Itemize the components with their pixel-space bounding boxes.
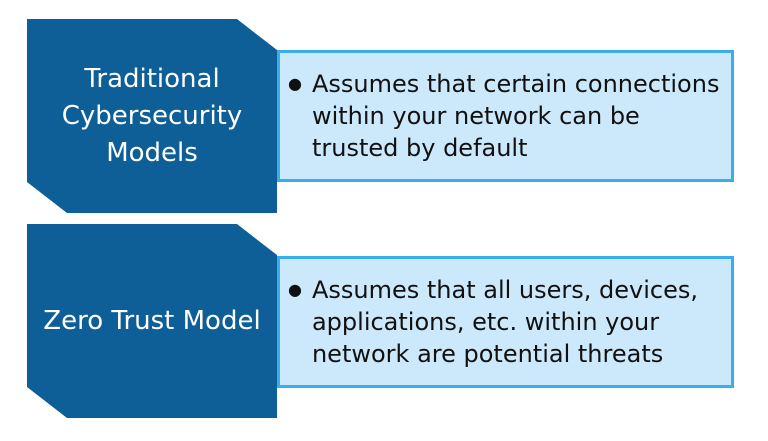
desc-zero-trust-list: ● Assumes that all users, devices, appli… <box>280 274 731 370</box>
label-traditional-text: Traditional Cybersecurity Models <box>61 63 243 168</box>
label-traditional: Traditional Cybersecurity Models <box>27 19 277 213</box>
desc-zero-trust-text: Assumes that all users, devices, applica… <box>311 276 698 368</box>
label-zero-trust: Zero Trust Model <box>27 224 277 418</box>
desc-traditional-list: ● Assumes that certain connections withi… <box>280 68 731 164</box>
bullet-icon: ● <box>288 74 302 93</box>
desc-traditional-text: Assumes that certain connections within … <box>311 70 720 162</box>
desc-traditional: ● Assumes that certain connections withi… <box>277 50 734 182</box>
label-zero-trust-text: Zero Trust Model <box>43 305 261 336</box>
bullet-icon: ● <box>288 280 302 299</box>
desc-zero-trust: ● Assumes that all users, devices, appli… <box>277 256 734 388</box>
